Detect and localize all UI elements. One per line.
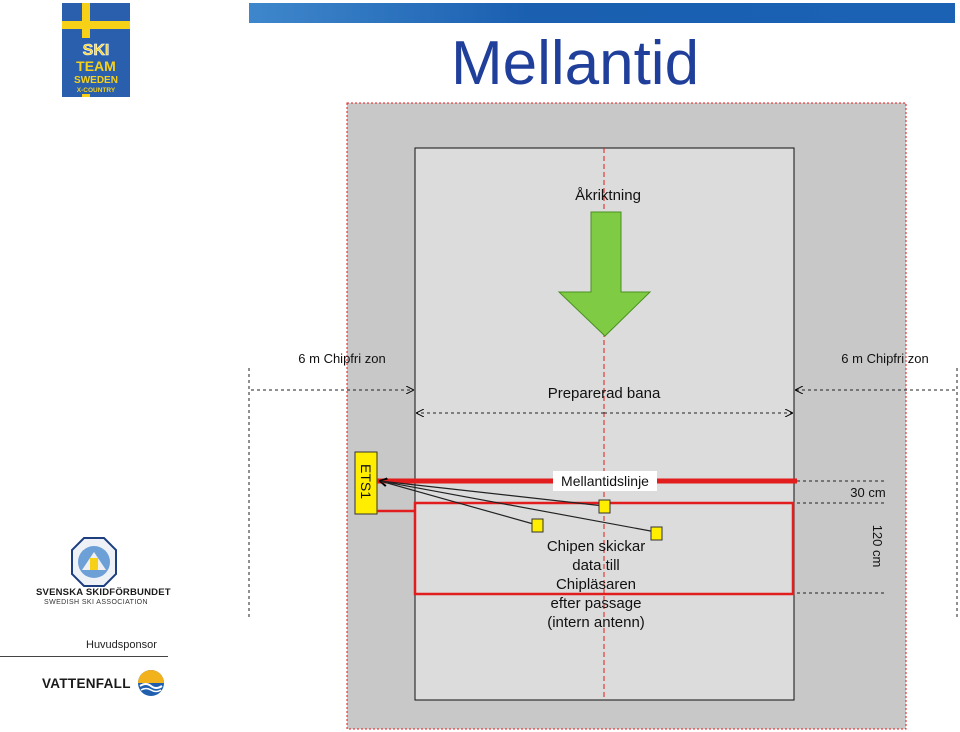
signal-line-2 — [380, 481, 538, 526]
split-line-label-bg — [553, 471, 657, 491]
logo-text-ski: SKI — [83, 42, 110, 59]
chip-1 — [598, 499, 611, 514]
logo-text-team: TEAM — [76, 58, 116, 74]
sponsor-name: VATTENFALL — [42, 676, 131, 691]
direction-label: Åkriktning — [575, 187, 641, 204]
dimension-120cm: 120 cm — [870, 525, 885, 568]
header-bar — [249, 3, 955, 23]
swedish-ski-association-emblem — [71, 537, 117, 587]
track-label: Preparerad bana — [548, 385, 661, 402]
sponsor-label: Huvudsponsor — [86, 639, 157, 651]
chip-text-line-3: Chipläsaren — [556, 576, 636, 593]
split-line-label: Mellantidslinje — [561, 473, 649, 489]
signal-line-1 — [380, 481, 605, 507]
chip-text-line-2: data till — [572, 557, 620, 574]
dimension-30cm: 30 cm — [850, 485, 885, 500]
signal-line-3 — [380, 481, 657, 533]
association-subtitle: SWEDISH SKI ASSOCIATION — [44, 599, 148, 606]
chip-2 — [531, 518, 544, 533]
right-zone-label: 6 m Chipfri zon — [841, 351, 928, 366]
direction-arrow — [557, 211, 652, 337]
association-name: SVENSKA SKIDFÖRBUNDET — [36, 587, 171, 598]
vattenfall-logo-icon — [138, 670, 164, 696]
chip-3 — [650, 526, 663, 541]
left-zone-label: 6 m Chipfri zon — [298, 351, 385, 366]
chip-text-line-1: Chipen skickar — [547, 538, 645, 555]
chip-text-line-5: (intern antenn) — [547, 614, 645, 631]
page-title: Mellantid — [450, 29, 700, 98]
ets1-label: ETS1 — [358, 464, 374, 499]
sponsor-divider — [0, 656, 168, 657]
logo-text-xcountry: X-COUNTRY — [77, 87, 116, 94]
chip-text-line-4: efter passage — [551, 595, 642, 612]
logo-text-sweden: SWEDEN — [74, 75, 118, 86]
ski-team-sweden-logo: SKI TEAM SWEDEN X-COUNTRY — [62, 3, 130, 97]
